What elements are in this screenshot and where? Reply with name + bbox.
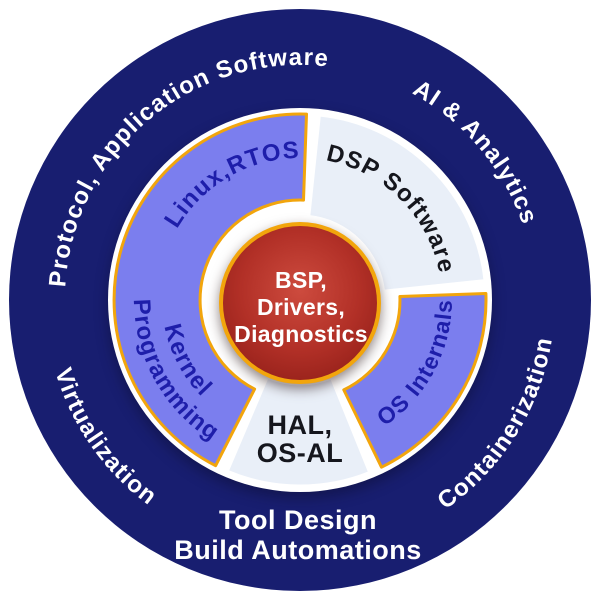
segment-os-internals <box>342 292 488 469</box>
segment-linux-rtos-kernel-programming <box>112 112 308 468</box>
label-hal: HAL, <box>268 410 333 440</box>
label-osal: OS-AL <box>257 438 344 468</box>
label-build-automations: Build Automations <box>174 535 421 565</box>
core-line-3: Diagnostics <box>234 321 368 347</box>
core-circle-group: BSP, Drivers, Diagnostics <box>219 222 381 384</box>
label-tool-design: Tool Design <box>219 505 377 535</box>
segment-dsp-software <box>307 113 487 293</box>
core-line-1: BSP, <box>275 267 327 293</box>
core-line-2: Drivers, <box>257 294 345 320</box>
middle-ring: Linux,RTOS DSP Software Kernel Programmi… <box>108 108 492 492</box>
core-circle <box>219 222 381 384</box>
